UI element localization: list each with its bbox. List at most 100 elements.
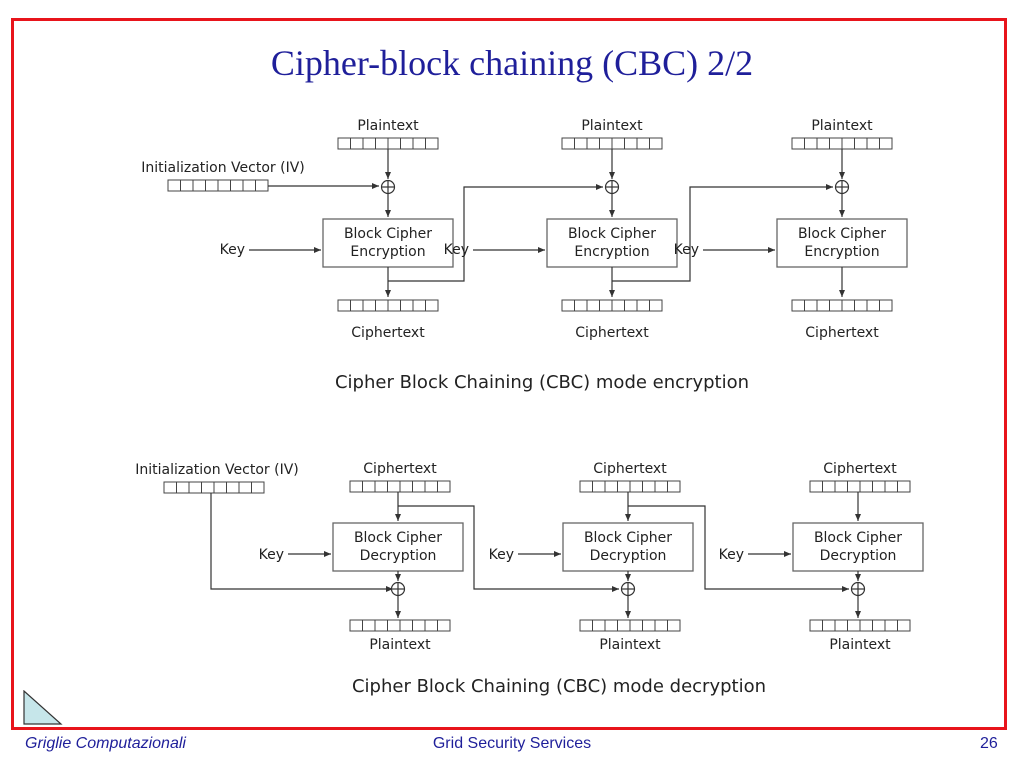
decryption-diagram: Initialization Vector (IV)CiphertextBloc…: [135, 461, 924, 653]
chain-arrow: [612, 184, 833, 282]
bit-cell: [822, 619, 836, 632]
ciphertext-block: [349, 480, 451, 493]
plaintext-label: Plaintext: [369, 637, 431, 653]
iv-arrow: [210, 493, 393, 592]
bit-cell: [399, 480, 413, 493]
xor-icon: [620, 581, 636, 597]
bit-cell: [337, 137, 351, 150]
bit-cell: [642, 619, 656, 632]
footer-topic: Grid Security Services: [432, 735, 592, 752]
key-label: Key: [489, 547, 514, 563]
bit-cell: [834, 480, 848, 493]
bit-cell: [176, 481, 190, 494]
plaintext-label: Plaintext: [599, 637, 661, 653]
bit-cell: [374, 480, 388, 493]
xor-icon: [834, 179, 850, 195]
bit-cell: [425, 299, 439, 312]
block-cipher-label: Block Cipher: [568, 226, 656, 242]
bit-cell: [879, 137, 893, 150]
plaintext-label: Plaintext: [357, 118, 419, 134]
bit-cell: [579, 619, 593, 632]
bit-cell: [374, 619, 388, 632]
bit-cell: [412, 137, 426, 150]
bit-cell: [242, 179, 256, 192]
bit-cell: [425, 137, 439, 150]
block-cipher-label: Block Cipher: [814, 530, 902, 546]
plaintext-block: [809, 619, 911, 632]
bit-cell: [649, 299, 663, 312]
block-cipher-label: Block Cipher: [344, 226, 432, 242]
bit-cell: [400, 137, 414, 150]
bit-cell: [350, 299, 364, 312]
chain-arrow: [398, 505, 619, 592]
key-label: Key: [719, 547, 744, 563]
bit-cell: [201, 481, 215, 494]
bit-cell: [592, 619, 606, 632]
ciphertext-block: [561, 299, 663, 312]
bit-cell: [841, 299, 855, 312]
ciphertext-label: Ciphertext: [805, 325, 879, 341]
plaintext-block: [337, 137, 439, 150]
bit-cell: [809, 480, 823, 493]
bit-cell: [629, 619, 643, 632]
bit-cell: [636, 299, 650, 312]
xor-icon: [850, 581, 866, 597]
bit-cell: [866, 299, 880, 312]
plaintext-block: [579, 619, 681, 632]
bit-cell: [854, 137, 868, 150]
bit-cell: [872, 480, 886, 493]
ciphertext-label: Ciphertext: [593, 461, 667, 477]
bit-cell: [841, 137, 855, 150]
block-cipher-label: Block Cipher: [798, 226, 886, 242]
bit-cell: [884, 619, 898, 632]
ciphertext-block: [579, 480, 681, 493]
key-label: Key: [674, 242, 699, 258]
bit-cell: [230, 179, 244, 192]
block-cipher-label: Block Cipher: [354, 530, 442, 546]
iv-block: [163, 481, 265, 494]
bit-cell: [629, 480, 643, 493]
bit-cell: [897, 619, 911, 632]
bit-cell: [859, 480, 873, 493]
plaintext-block: [791, 137, 893, 150]
bit-cell: [791, 299, 805, 312]
bit-cell: [362, 299, 376, 312]
bit-cell: [604, 619, 618, 632]
bit-cell: [375, 299, 389, 312]
iv-label: Initialization Vector (IV): [135, 462, 299, 478]
bit-cell: [586, 299, 600, 312]
decryption-caption: Cipher Block Chaining (CBC) mode decrypt…: [352, 676, 766, 697]
block-cipher-mode-label: Encryption: [350, 244, 425, 260]
bit-cell: [879, 299, 893, 312]
bit-cell: [599, 137, 613, 150]
xor-icon: [380, 179, 396, 195]
plaintext-block: [561, 137, 663, 150]
block-cipher-mode-label: Encryption: [574, 244, 649, 260]
bit-cell: [362, 480, 376, 493]
bit-cell: [834, 619, 848, 632]
bit-cell: [636, 137, 650, 150]
bit-cell: [255, 179, 269, 192]
bit-cell: [362, 619, 376, 632]
block-cipher-rect: [546, 218, 678, 268]
bit-cell: [561, 137, 575, 150]
bit-cell: [387, 619, 401, 632]
bit-cell: [624, 137, 638, 150]
plaintext-label: Plaintext: [829, 637, 891, 653]
bit-cell: [791, 137, 805, 150]
bit-cell: [617, 619, 631, 632]
bit-cell: [437, 619, 451, 632]
bit-cell: [387, 299, 401, 312]
key-label: Key: [444, 242, 469, 258]
block-cipher-rect: [792, 522, 924, 572]
